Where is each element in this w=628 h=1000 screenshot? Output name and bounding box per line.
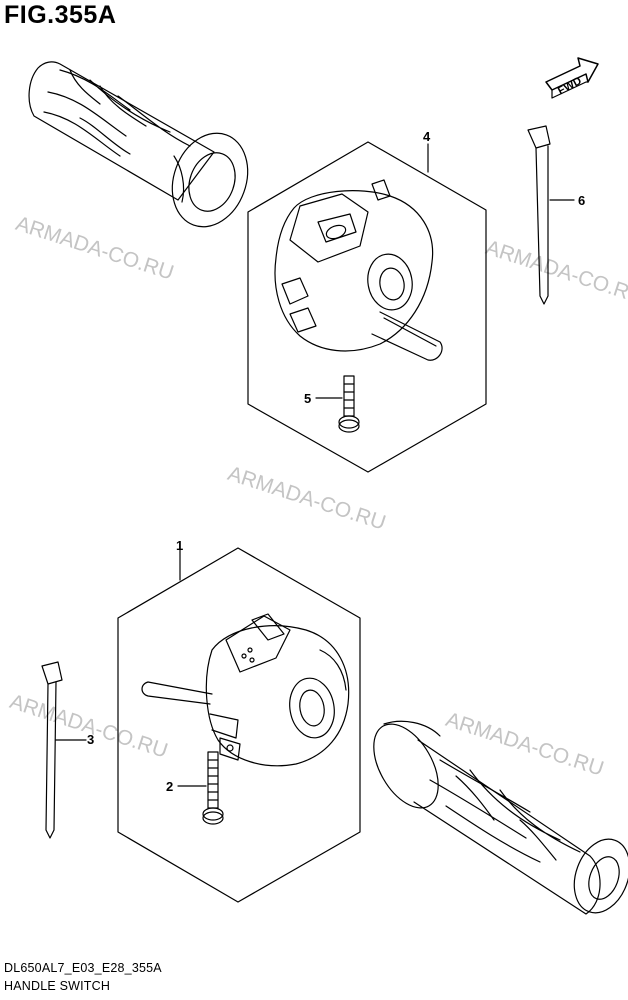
left-handle-switch-part: [141, 613, 350, 767]
cable-tie-6-part: [527, 125, 575, 305]
screw-2-part: [177, 751, 224, 825]
cable-tie-3-part: [41, 661, 87, 839]
fwd-arrow-icon: FWD: [545, 57, 599, 99]
left-grip-part: [28, 61, 249, 228]
left-switch-frame: [117, 547, 361, 903]
figure-name: HANDLE SWITCH: [4, 979, 111, 993]
right-handle-switch-part: [274, 179, 443, 361]
callout-5: 5: [304, 391, 311, 406]
callout-1: 1: [176, 538, 183, 553]
figure-title: FIG.355A: [4, 1, 117, 29]
callout-3: 3: [87, 732, 94, 747]
right-switch-frame: [247, 141, 487, 473]
figure-code: DL650AL7_E03_E28_355A: [4, 961, 162, 975]
callout-4: 4: [423, 129, 431, 144]
screw-5-part: [315, 375, 360, 433]
right-grip-part: [373, 720, 628, 915]
callout-2: 2: [166, 779, 173, 794]
callout-6: 6: [578, 193, 585, 208]
